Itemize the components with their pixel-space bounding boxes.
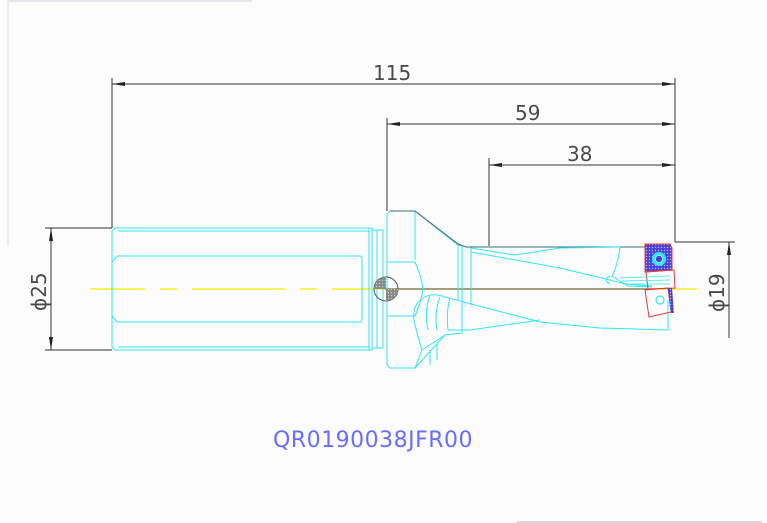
frame-border-top	[7, 0, 252, 2]
collar	[386, 210, 472, 369]
frame-border-bottom	[517, 521, 762, 523]
flute-body	[413, 246, 669, 369]
dim-body-length: 59	[515, 101, 540, 125]
dimension-lines	[45, 78, 735, 351]
part-number-label: QR0190038JFR00	[273, 428, 474, 453]
dim-flute-length: 38	[567, 142, 592, 166]
cutting-insert-top	[619, 243, 676, 290]
dimension-arrows	[49, 82, 731, 350]
dim-shank-diameter: ϕ25	[27, 272, 51, 311]
cutting-insert-bottom	[644, 287, 674, 318]
pin-hole	[373, 276, 399, 302]
dim-overall-length: 115	[373, 61, 411, 85]
dim-cutting-diameter: ϕ19	[705, 273, 729, 312]
collar-edge	[390, 210, 650, 248]
frame-border-left	[7, 0, 9, 246]
